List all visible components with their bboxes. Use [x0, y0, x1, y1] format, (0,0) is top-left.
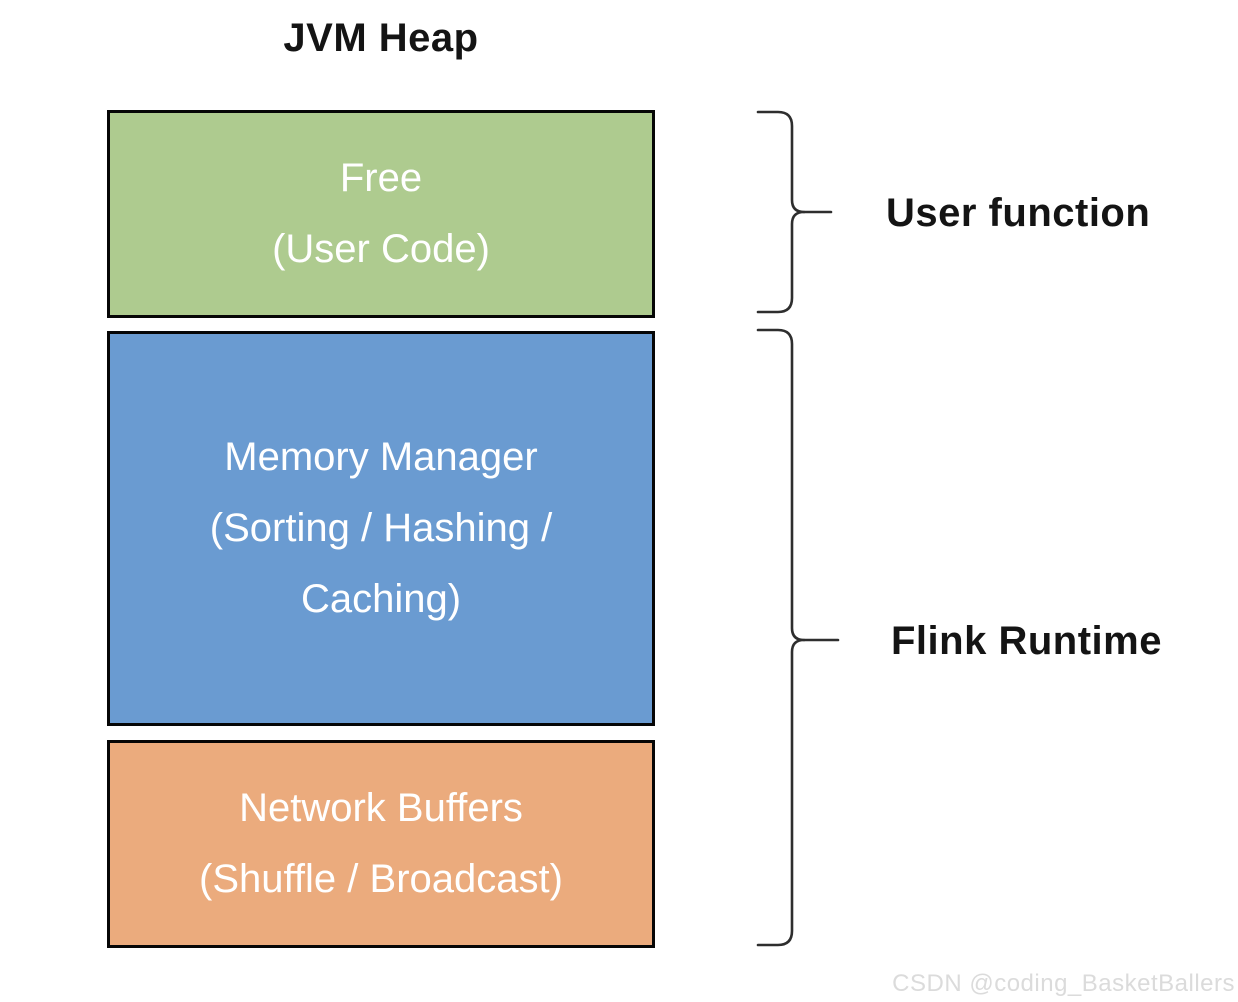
annotation-flink-runtime: Flink Runtime — [891, 619, 1162, 663]
box-network-buffers: Network Buffers (Shuffle / Broadcast) — [107, 740, 655, 948]
box-memory-manager: Memory Manager (Sorting / Hashing / Cach… — [107, 331, 655, 726]
brace-user-function — [756, 110, 833, 314]
diagram-title: JVM Heap — [283, 16, 479, 60]
annotation-user-function: User function — [886, 191, 1151, 235]
box-free-user-code: Free (User Code) — [107, 110, 655, 318]
brace-flink-runtime — [756, 328, 840, 947]
watermark: CSDN @coding_BasketBallers — [892, 970, 1235, 997]
box-free-line-2: (User Code) — [272, 227, 490, 271]
box-network-line-1: Network Buffers — [239, 786, 523, 830]
box-network-line-2: (Shuffle / Broadcast) — [199, 857, 563, 901]
box-memory-line-2: (Sorting / Hashing / — [209, 506, 553, 550]
box-memory-line-1: Memory Manager — [224, 435, 538, 479]
box-free-line-1: Free — [339, 156, 423, 200]
box-memory-line-3: Caching) — [300, 577, 462, 621]
